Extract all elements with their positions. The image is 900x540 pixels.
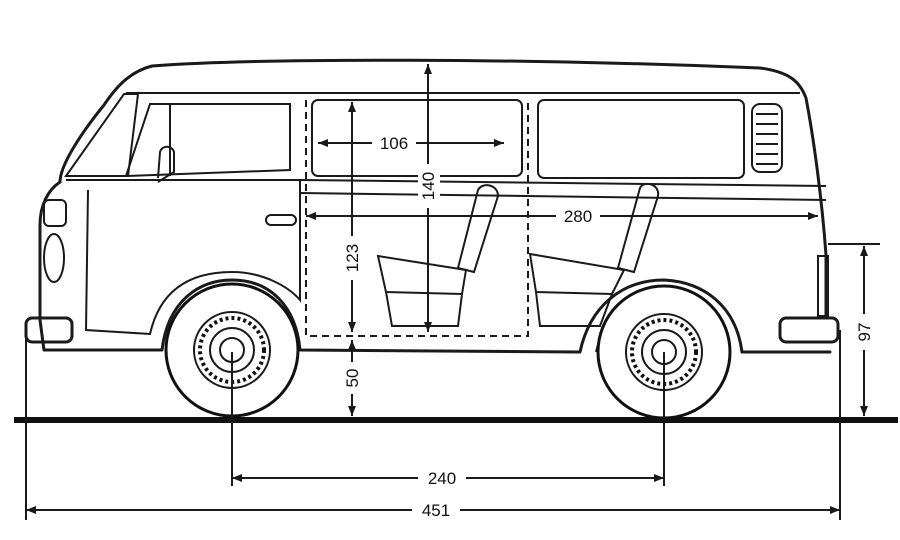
rear-seat (528, 182, 660, 327)
dimension-overall-length: 451 (25, 330, 841, 520)
interior-length-label: 280 (564, 207, 592, 226)
seat-height-label: 123 (343, 244, 362, 272)
wheelbase-label: 240 (428, 469, 456, 488)
vent-louvres (751, 103, 783, 173)
interior-height-label: 140 (419, 172, 438, 200)
dimension-interior-length: 280 (306, 205, 818, 227)
van-body (24, 58, 840, 354)
floor-height-label: 50 (343, 369, 362, 388)
overall-length-label: 451 (422, 501, 450, 520)
middle-seat (376, 184, 500, 327)
height-label: 97 (855, 323, 874, 342)
dimension-floor-height: 50 (342, 340, 364, 416)
dimension-wheelbase: 240 (231, 352, 665, 488)
sliding-door-outline (305, 100, 529, 337)
dimension-door-width: 106 (318, 132, 504, 154)
dimension-height: 97 (828, 243, 880, 416)
dimension-seat-height: 123 (342, 102, 364, 332)
door-width-label: 106 (380, 134, 408, 153)
dimension-interior-height: 140 (418, 64, 440, 332)
